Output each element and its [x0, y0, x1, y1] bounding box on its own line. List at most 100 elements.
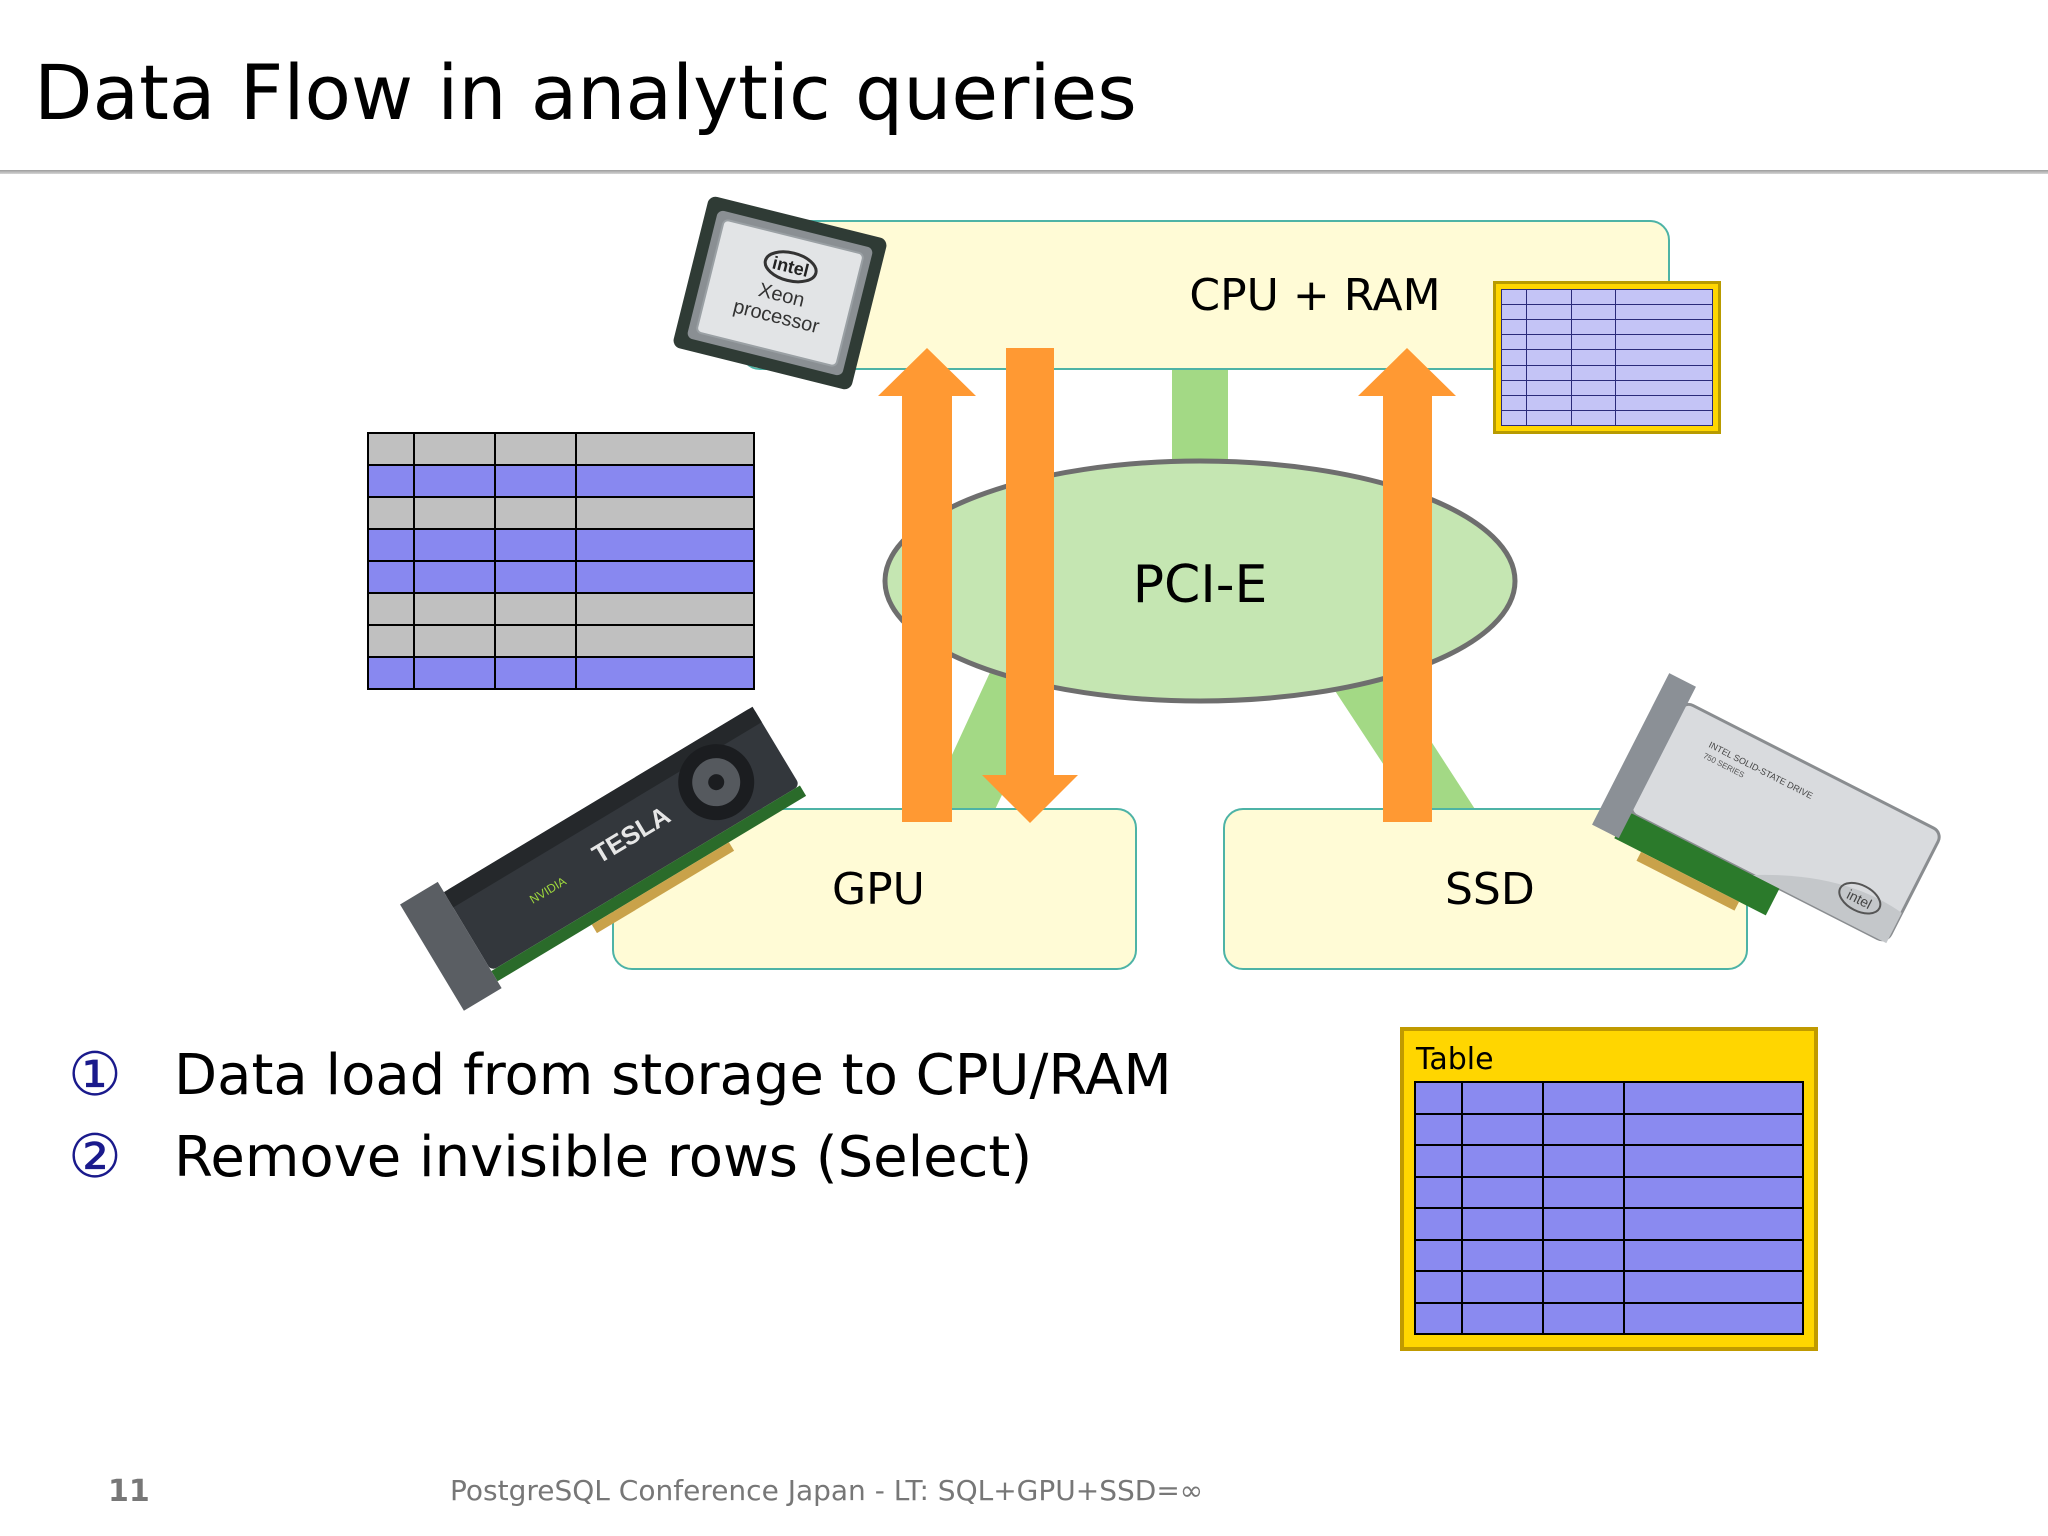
table-cell [1623, 1238, 1804, 1272]
table-cell [1526, 304, 1572, 321]
table-cell [1614, 319, 1714, 336]
table-cell [575, 496, 755, 530]
table-cell [494, 496, 578, 530]
page-number: 11 [108, 1474, 150, 1509]
table-cell [1500, 364, 1528, 381]
table-cell [494, 624, 578, 658]
table-cell [1414, 1270, 1463, 1304]
table-cell [1542, 1112, 1626, 1146]
table-cell [366, 560, 416, 594]
table-row [1500, 394, 1714, 411]
table-cell [366, 656, 416, 690]
table-cell [1500, 349, 1528, 366]
table-cell [366, 464, 416, 498]
table-cell [494, 432, 578, 466]
table-cell [575, 432, 755, 466]
table-row [1414, 1112, 1804, 1146]
table-cell [366, 528, 416, 562]
table-cell [494, 528, 578, 562]
step-item: ① Data load from storage to CPU/RAM [68, 1040, 1172, 1110]
table-row [366, 464, 755, 498]
table-cell [1460, 1144, 1545, 1178]
table-cell [575, 624, 755, 658]
table-cell [1614, 349, 1714, 366]
table-cell [1570, 288, 1616, 306]
table-cell [1460, 1175, 1545, 1209]
table-row [1414, 1238, 1804, 1272]
table-cell [1414, 1301, 1463, 1335]
title-divider [0, 170, 2048, 174]
table-cell [1500, 409, 1528, 427]
table-cell [1500, 334, 1528, 351]
table-cell [1414, 1112, 1463, 1146]
table-cell [494, 656, 578, 690]
table-row [366, 592, 755, 626]
table-cell [1414, 1207, 1463, 1241]
step-item: ② Remove invisible rows (Select) [68, 1122, 1032, 1192]
step-text: Data load from storage to CPU/RAM [174, 1042, 1172, 1108]
table-cell [575, 464, 755, 498]
table-row [1500, 349, 1714, 366]
table-cell [1500, 319, 1528, 336]
table-cell [494, 464, 578, 498]
table-cell [1526, 334, 1572, 351]
table-cell [1614, 409, 1714, 427]
table-cell [1570, 379, 1616, 396]
table-cell [413, 624, 497, 658]
query-result-table [366, 432, 755, 690]
table-row [1414, 1207, 1804, 1241]
arrow-ssd-to-cpu [1358, 348, 1456, 822]
table-cell [1614, 304, 1714, 321]
table-cell [413, 464, 497, 498]
table-cell [1526, 319, 1572, 336]
table-row [1414, 1144, 1804, 1178]
table-cell [1614, 364, 1714, 381]
page-title: Data Flow in analytic queries [34, 48, 1137, 137]
table-cell [1614, 394, 1714, 411]
table-cell [1614, 334, 1714, 351]
table-cell [1460, 1270, 1545, 1304]
table-cell [1570, 304, 1616, 321]
table-cell [1542, 1081, 1626, 1115]
table-row [1500, 319, 1714, 336]
table-cell [1570, 319, 1616, 336]
table-cell [1526, 288, 1572, 306]
table-cell [1526, 364, 1572, 381]
table-cell [1542, 1301, 1626, 1335]
table-cell [1542, 1207, 1626, 1241]
table-cell [1460, 1301, 1545, 1335]
table-cell [1542, 1270, 1626, 1304]
table-cell [413, 656, 497, 690]
table-cell [1623, 1144, 1804, 1178]
arrow-gpu-to-cpu [878, 348, 976, 822]
table-row [1500, 364, 1714, 381]
table-cell [366, 432, 416, 466]
table-row [1414, 1301, 1804, 1335]
table-cell [1570, 394, 1616, 411]
table-row [1500, 409, 1714, 427]
table-cell [1614, 288, 1714, 306]
table-cell [1500, 379, 1528, 396]
footer-text: PostgreSQL Conference Japan - LT: SQL+GP… [450, 1474, 1204, 1507]
table-row [366, 656, 755, 690]
table-row [1414, 1175, 1804, 1209]
ram-table [1493, 281, 1721, 434]
table-row [366, 560, 755, 594]
table-cell [1542, 1175, 1626, 1209]
arrow-cpu-to-gpu [982, 348, 1078, 823]
table-row [1414, 1270, 1804, 1304]
table-cell [494, 560, 578, 594]
table-cell [413, 560, 497, 594]
table-cell [1542, 1238, 1626, 1272]
table-cell [1414, 1144, 1463, 1178]
table-row [1500, 288, 1714, 306]
cpu-ram-label: CPU + RAM [1189, 269, 1441, 321]
ram-table-grid [1500, 288, 1714, 427]
table-cell [413, 528, 497, 562]
table-row [1414, 1081, 1804, 1115]
table-row [1500, 379, 1714, 396]
query-result-rows [366, 432, 755, 690]
table-cell [1526, 379, 1572, 396]
table-cell [1623, 1207, 1804, 1241]
